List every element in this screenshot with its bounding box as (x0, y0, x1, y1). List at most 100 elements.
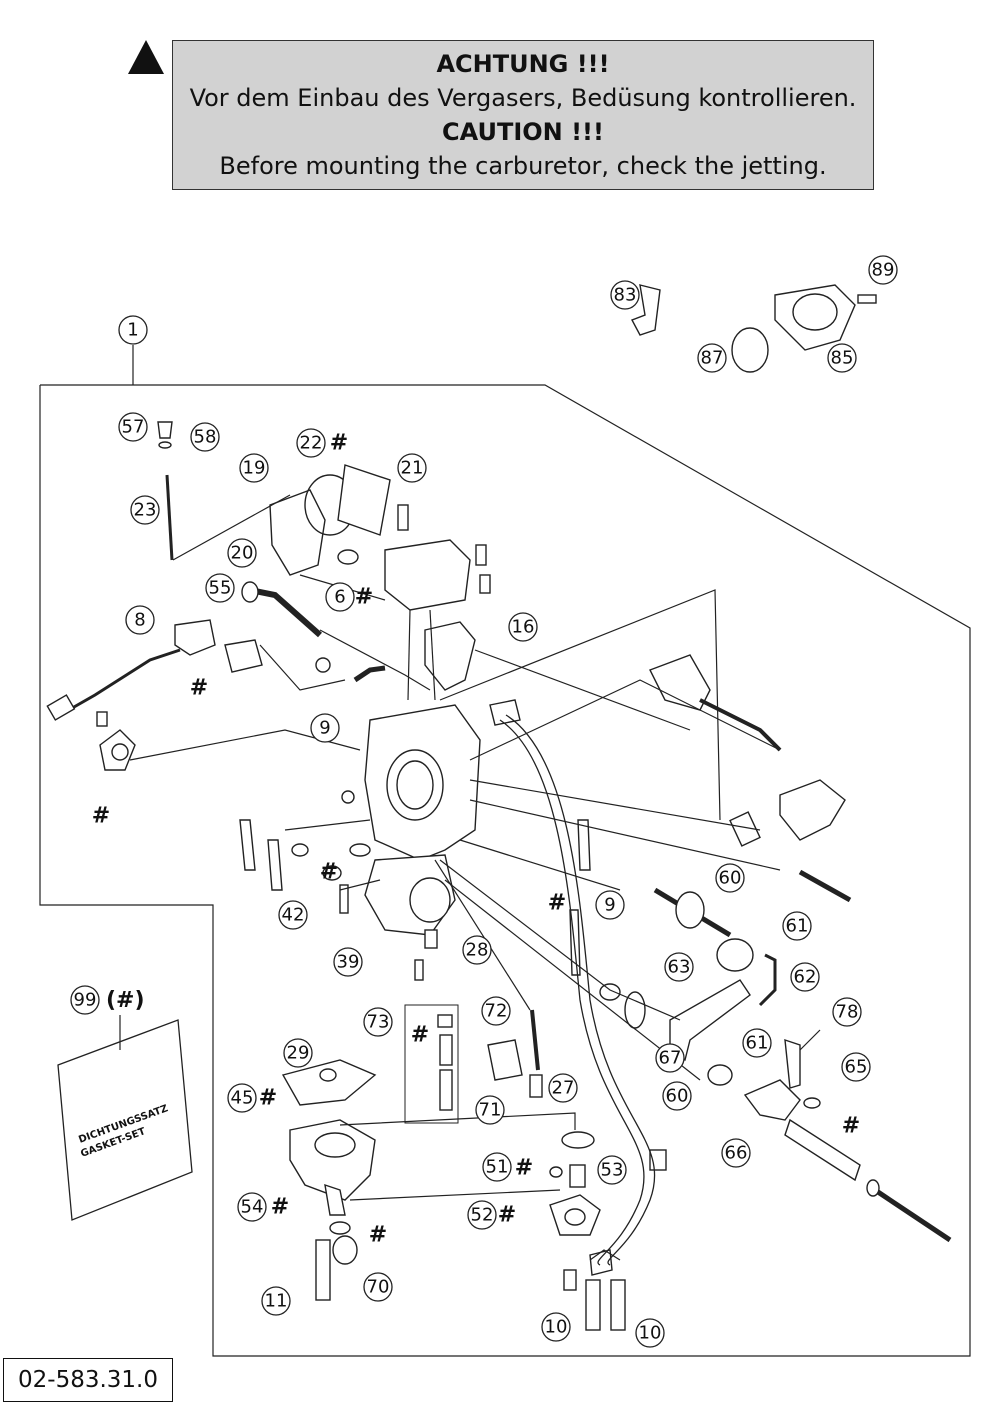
callout-78: 78 (836, 1002, 859, 1023)
callout-8: 8 (134, 610, 145, 631)
callout-70: 70 (367, 1277, 390, 1298)
bolt-right (873, 1187, 952, 1243)
callout-22: 22 (300, 433, 323, 454)
top-housing-6 (384, 539, 471, 611)
overflow-hose (499, 719, 645, 1266)
assembly-outline (39, 384, 971, 1357)
sensor-71 (487, 1039, 523, 1081)
bracket-83 (631, 284, 661, 336)
callout-99: 99 (74, 990, 97, 1011)
caution-title-en: CAUTION !!! (442, 118, 604, 146)
throttle-body-right (649, 654, 711, 711)
hash-mark: # (259, 1086, 277, 1111)
callout-85: 85 (831, 348, 854, 369)
callout-10-right: 10 (639, 1323, 662, 1344)
gasket-45 (281, 1059, 377, 1106)
callout-21: 21 (401, 458, 424, 479)
hash-mark: # (271, 1195, 289, 1220)
hose-10-bracket (589, 1249, 613, 1276)
cover-19 (269, 489, 326, 576)
callout-87: 87 (701, 348, 724, 369)
callout-72: 72 (485, 1001, 508, 1022)
callout-65: 65 (845, 1057, 868, 1078)
callout-39: 39 (337, 952, 360, 973)
gasket-87 (731, 327, 769, 373)
hose-11 (315, 1239, 331, 1301)
callout-19: 19 (243, 458, 266, 479)
hash-mark: # (92, 804, 110, 829)
callout-45: 45 (231, 1088, 254, 1109)
hash-mark: # (355, 585, 373, 610)
caution-text-de: Vor dem Einbau des Vergasers, Bedüsung k… (189, 84, 857, 112)
screw-89 (857, 294, 877, 304)
callout-11: 11 (265, 1291, 288, 1312)
flange-8b (224, 639, 263, 673)
spring-53 (569, 1164, 586, 1188)
callout-89: 89 (872, 260, 895, 281)
bracket-right (779, 779, 846, 841)
spring-62 (758, 953, 777, 1007)
pulley-63 (716, 938, 754, 972)
callout-28: 28 (466, 940, 489, 961)
callout-61-top: 61 (786, 916, 809, 937)
callout-53: 53 (601, 1160, 624, 1181)
callout-9-left: 9 (319, 718, 330, 739)
hash-mark: # (190, 676, 208, 701)
long-screw (798, 869, 852, 903)
callout-10-left: 10 (545, 1317, 568, 1338)
vent-tube-left (239, 819, 256, 871)
oring-20 (337, 549, 359, 565)
callout-60-top: 60 (719, 868, 742, 889)
callout-20: 20 (231, 543, 254, 564)
callout-23: 23 (134, 500, 157, 521)
warning-triangle-icon (128, 40, 164, 74)
callout-54: 54 (241, 1197, 264, 1218)
callout-66: 66 (725, 1143, 748, 1164)
callout-58: 58 (194, 427, 217, 448)
callout-6: 6 (334, 587, 345, 608)
caution-title-de: ACHTUNG !!! (436, 50, 610, 78)
caution-box: ACHTUNG !!! Vor dem Einbau des Vergasers… (172, 40, 874, 190)
callout-73: 73 (367, 1012, 390, 1033)
callout-71: 71 (479, 1100, 502, 1121)
hash-mark: # (369, 1223, 387, 1248)
callout-83: 83 (614, 285, 637, 306)
caution-text-en: Before mounting the carburetor, check th… (219, 152, 827, 180)
gasket-kit-bag: DICHTUNGSSATZ GASKET-SET (57, 1015, 193, 1221)
plate-21 (337, 464, 391, 536)
screw-55 (249, 587, 322, 638)
connection-lines (129, 494, 821, 1261)
hash-mark: # (330, 431, 348, 456)
kit-label: (#) (106, 988, 145, 1013)
callout-61-bottom: 61 (746, 1033, 769, 1054)
callout-62: 62 (794, 967, 817, 988)
sleeve-tube (784, 1118, 861, 1182)
lever-67 (669, 979, 751, 1061)
hash-mark: # (842, 1114, 860, 1139)
vent-tube-right (577, 819, 591, 871)
hose-10b (610, 1279, 626, 1331)
callout-55: 55 (209, 578, 232, 599)
callout-63: 63 (668, 957, 691, 978)
callout-27: 27 (552, 1078, 575, 1099)
cap-57 (157, 421, 173, 439)
oring-58 (158, 441, 172, 449)
throttle-arm-16 (424, 621, 476, 691)
callout-29: 29 (287, 1043, 310, 1064)
jet-frame-73 (404, 1004, 459, 1124)
diaphragm-51 (561, 1131, 595, 1149)
callout-42: 42 (282, 905, 305, 926)
callout-52: 52 (471, 1205, 494, 1226)
part-code: 02-583.31.0 (3, 1358, 173, 1402)
sensor-8 (174, 619, 216, 656)
callout-16: 16 (512, 617, 535, 638)
callout-9-right: 9 (604, 895, 615, 916)
callout-51: 51 (486, 1157, 509, 1178)
hash-mark: # (411, 1023, 429, 1048)
parts-drawing (46, 284, 952, 1331)
needle-23 (165, 474, 174, 561)
callout-1: 1 (127, 320, 138, 341)
callout-60-bottom: 60 (666, 1086, 689, 1107)
hash-mark: # (498, 1203, 516, 1228)
